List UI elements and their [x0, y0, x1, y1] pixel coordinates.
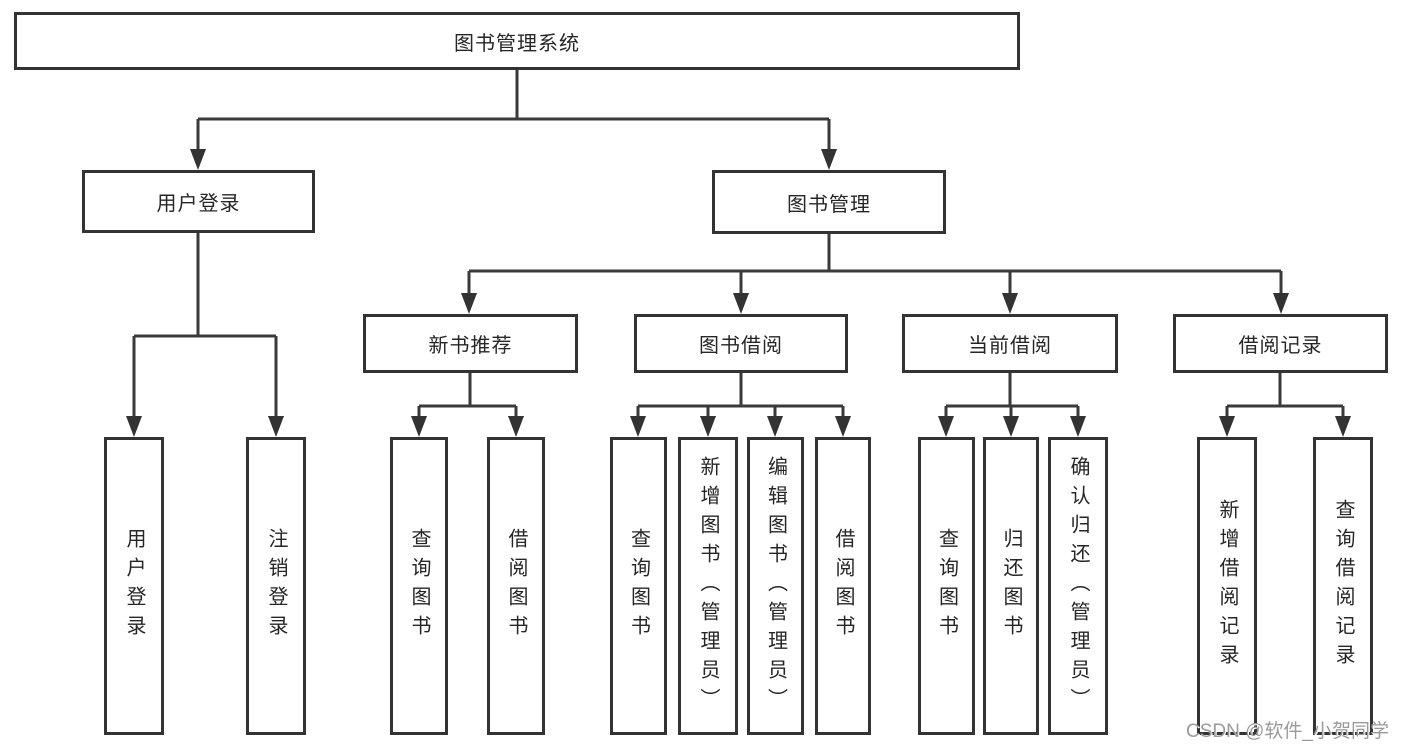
arrowhead-icon: [461, 293, 477, 314]
arrowhead-icon: [1002, 293, 1018, 314]
node-new-book-recommend: 新书推荐: [363, 314, 578, 373]
leaf-borrow-edit-book-admin-label: 编辑图书（管理员）: [764, 455, 787, 717]
node-user-login: 用户登录: [82, 170, 315, 233]
leaf-recommend-borrow-book-label: 借阅图书: [505, 528, 527, 644]
node-user-login-label: 用户登录: [156, 193, 241, 215]
arrowhead-icon: [190, 149, 206, 170]
leaf-records-add-record: 新增借阅记录: [1197, 437, 1257, 735]
arrowhead-icon: [1070, 416, 1086, 437]
arrowhead-icon: [126, 416, 142, 437]
arrowhead-icon: [835, 416, 851, 437]
leaf-recommend-borrow-book: 借阅图书: [487, 437, 545, 735]
arrowhead-icon: [700, 416, 716, 437]
node-library-system: 图书管理系统: [14, 12, 1020, 70]
leaf-records-search-record: 查询借阅记录: [1313, 437, 1373, 735]
leaf-borrow-borrow-book: 借阅图书: [815, 437, 871, 735]
leaf-recommend-search-book: 查询图书: [390, 437, 448, 735]
leaf-borrow-borrow-book-label: 借阅图书: [832, 528, 854, 644]
arrowhead-icon: [733, 293, 749, 314]
arrowhead-icon: [268, 416, 284, 437]
leaf-user-login-label: 用户登录: [123, 528, 145, 644]
arrowhead-icon: [1273, 293, 1289, 314]
arrowhead-icon: [821, 149, 837, 170]
leaf-borrow-add-book-admin-label: 新增图书（管理员）: [697, 455, 719, 717]
leaf-logout: 注销登录: [246, 437, 306, 735]
node-new-book-recommend-label: 新书推荐: [428, 335, 513, 357]
arrowhead-icon: [767, 416, 783, 437]
arrowhead-icon: [411, 416, 427, 437]
leaf-borrow-add-book-admin: 新增图书（管理员）: [678, 437, 738, 735]
node-book-management: 图书管理: [712, 170, 946, 234]
leaf-current-return-book-label: 归还图书: [1000, 528, 1022, 644]
node-current-borrow: 当前借阅: [902, 314, 1118, 373]
leaf-current-confirm-return-admin-label: 确认归还（管理员）: [1067, 455, 1089, 717]
arrowhead-icon: [1003, 416, 1019, 437]
leaf-current-search-book: 查询图书: [918, 437, 975, 735]
leaf-recommend-search-book-label: 查询图书: [408, 528, 430, 644]
node-book-management-label: 图书管理: [787, 193, 871, 216]
node-borrow-records: 借阅记录: [1173, 314, 1388, 373]
leaf-current-confirm-return-admin: 确认归还（管理员）: [1048, 437, 1108, 735]
leaf-logout-label: 注销登录: [265, 528, 287, 644]
arrowhead-icon: [508, 416, 524, 437]
arrowhead-icon: [938, 416, 954, 437]
leaf-current-search-book-label: 查询图书: [935, 528, 958, 644]
node-book-borrow: 图书借阅: [634, 314, 848, 373]
node-current-borrow-label: 当前借阅: [968, 335, 1052, 357]
csdn-watermark: CSDN @软件_小贺同学: [1186, 721, 1389, 742]
leaf-user-login: 用户登录: [104, 437, 164, 735]
arrowheads: [126, 149, 1351, 437]
arrowhead-icon: [1219, 416, 1235, 437]
node-borrow-records-label: 借阅记录: [1238, 335, 1323, 357]
leaf-records-search-record-label: 查询借阅记录: [1332, 499, 1354, 673]
leaf-borrow-search-book: 查询图书: [610, 437, 667, 735]
leaf-borrow-edit-book-admin: 编辑图书（管理员）: [747, 437, 804, 735]
leaf-records-add-record-label: 新增借阅记录: [1216, 499, 1238, 673]
leaf-borrow-search-book-label: 查询图书: [627, 528, 650, 644]
node-library-system-label: 图书管理系统: [454, 32, 580, 55]
tree-edges: [132, 70, 1345, 419]
node-book-borrow-label: 图书借阅: [699, 335, 783, 357]
arrowhead-icon: [1335, 416, 1351, 437]
leaf-current-return-book: 归还图书: [983, 437, 1039, 735]
arrowhead-icon: [630, 416, 646, 437]
